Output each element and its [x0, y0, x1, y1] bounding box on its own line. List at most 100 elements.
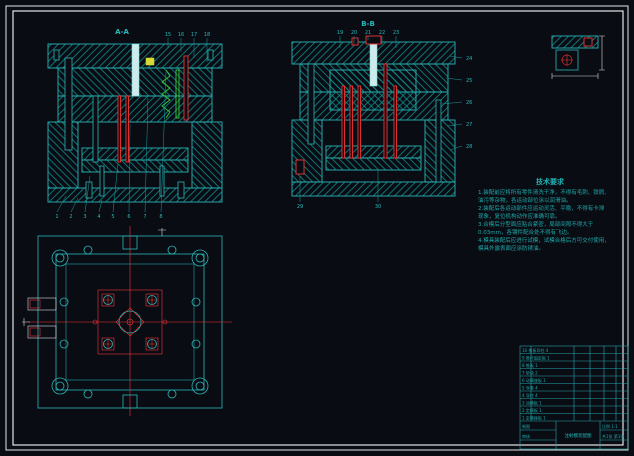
ejector-pin: [393, 85, 397, 159]
callout: 6: [127, 214, 130, 220]
drawing-frame-inner: [12, 10, 624, 446]
spacer-block-right: [191, 121, 223, 189]
bom-row: 6 动模座板 1: [522, 377, 546, 383]
sprue-bushing: [131, 43, 140, 97]
callout: 8: [159, 214, 162, 220]
callout: 23: [393, 30, 399, 36]
bom-row: 10 推板导柱 4: [522, 347, 549, 353]
guide-bushing: [51, 377, 69, 395]
section-view-bb: B-B 19 20 21 22 23 24 25 26 27 28 29: [291, 20, 472, 210]
checker-label: 审核: [522, 433, 530, 439]
sprue: [369, 41, 378, 87]
tech-note-line: 1.装配前应将所有零件清洗干净，不得有毛刺、铁屑、: [478, 188, 610, 196]
drawing-title: 注射模装配图: [565, 432, 592, 439]
screw-red: [351, 37, 359, 46]
tech-note-line: 4.模具装配后应进行试模，试模合格后方可交付使用，: [478, 236, 610, 244]
screw: [177, 181, 185, 199]
bom-row: 8 推板 1: [522, 362, 538, 368]
tech-note-line: 现象，复位机构动作应准确可靠。: [478, 212, 561, 220]
locating-ring: [365, 35, 382, 45]
section-aa-label: A-A: [115, 28, 129, 36]
section-bb-label: B-B: [361, 20, 375, 28]
bom-grid: [520, 346, 628, 422]
ejector-base-plate: [325, 157, 422, 171]
screw: [53, 49, 60, 61]
sprue-puller-pin: [383, 63, 388, 159]
dimension-lines: [551, 35, 605, 79]
stop-block: [295, 159, 305, 175]
bom-row: 4 导柱 4: [522, 392, 538, 398]
callout: 24: [466, 56, 472, 62]
yellow-block: [145, 57, 155, 66]
section-view-aa: A-A 1 2 3 4 5 6 7 8 15 16 1: [47, 28, 223, 220]
bom-row: 3 动模板 1: [522, 400, 542, 406]
callout: 3: [83, 214, 86, 220]
ejector-pin: [117, 95, 121, 163]
callout: 17: [191, 32, 197, 38]
callout: 30: [375, 204, 381, 210]
callout: 29: [297, 204, 303, 210]
bom-row: 7 垫块 2: [522, 370, 538, 376]
center-core: [115, 307, 145, 337]
tech-note-line: 模具外露表面应涂防锈油。: [478, 244, 544, 252]
centerlines: [28, 226, 232, 416]
ejector-pin: [341, 85, 345, 159]
callout-leaders-bb-top: [339, 36, 397, 48]
bottom-clamp-plate: [47, 187, 223, 203]
return-pin: [92, 95, 99, 163]
bom-row: 5 导套 4: [522, 385, 538, 391]
guide-bushing: [191, 377, 209, 395]
bom-row: 2 定模板 1: [522, 407, 542, 413]
detail-body: [555, 49, 579, 71]
ejector-retainer-plate: [325, 145, 422, 159]
callout: 16: [178, 32, 184, 38]
cavity-feature: [145, 337, 159, 351]
tech-note-line: 油污等杂物，各运动部位涂以润滑油。: [478, 196, 572, 204]
callout: 2: [69, 214, 72, 220]
callout: 18: [204, 32, 210, 38]
plan-view: [22, 226, 232, 416]
spacer-block-left: [47, 121, 79, 189]
guide-pillar: [307, 63, 315, 145]
moving-mold-plate: [57, 95, 213, 123]
side-lock-left: [27, 297, 57, 339]
callout: 15: [165, 32, 171, 38]
cavity-feature: [101, 337, 115, 351]
tech-note-line: 2.装配后各运动部件应运动灵活、平稳，不得有卡滞: [478, 204, 605, 212]
callout: 4: [97, 214, 100, 220]
center-diamond: [115, 307, 145, 337]
guide-pillar: [64, 57, 73, 151]
cavity-feature: [101, 293, 115, 307]
callout-leaders-aa-bottom: [56, 71, 167, 213]
guide-bushing: [191, 249, 209, 267]
ejector-pin: [357, 85, 361, 159]
detail-red-part: [583, 37, 593, 47]
scale-field: 比例 1:1: [602, 423, 618, 429]
callout: 28: [466, 144, 472, 150]
section-cut-marks: [22, 228, 166, 326]
tech-notes: 技术要求 1.装配前应将所有零件清洗干净，不得有毛刺、铁屑、 油污等杂物，各运动…: [478, 177, 610, 252]
callout: 25: [466, 78, 472, 84]
title-grid: [520, 421, 628, 449]
callout: 20: [351, 30, 357, 36]
support-pillar: [435, 99, 442, 183]
detail-view: [551, 35, 605, 79]
callout: 1: [55, 214, 58, 220]
screw: [207, 49, 214, 61]
bottom-clamp-plate: [291, 181, 456, 197]
tech-notes-title: 技术要求: [536, 177, 565, 186]
callout: 21: [365, 30, 371, 36]
edge-slots: [122, 235, 138, 409]
guide-bushing: [51, 249, 69, 267]
callout-leaders-bb-bottom: [299, 170, 379, 202]
tech-note-line: 3.合模后分型面应贴合紧密，局部间隙不得大于: [478, 220, 594, 228]
callout: 5: [111, 214, 114, 220]
callout: 19: [337, 30, 343, 36]
spring: [161, 69, 171, 119]
ejector-screw: [99, 165, 105, 197]
callout-leaders-bb-right: [441, 55, 463, 151]
cavity-feature: [145, 293, 159, 307]
callout: 22: [379, 30, 385, 36]
